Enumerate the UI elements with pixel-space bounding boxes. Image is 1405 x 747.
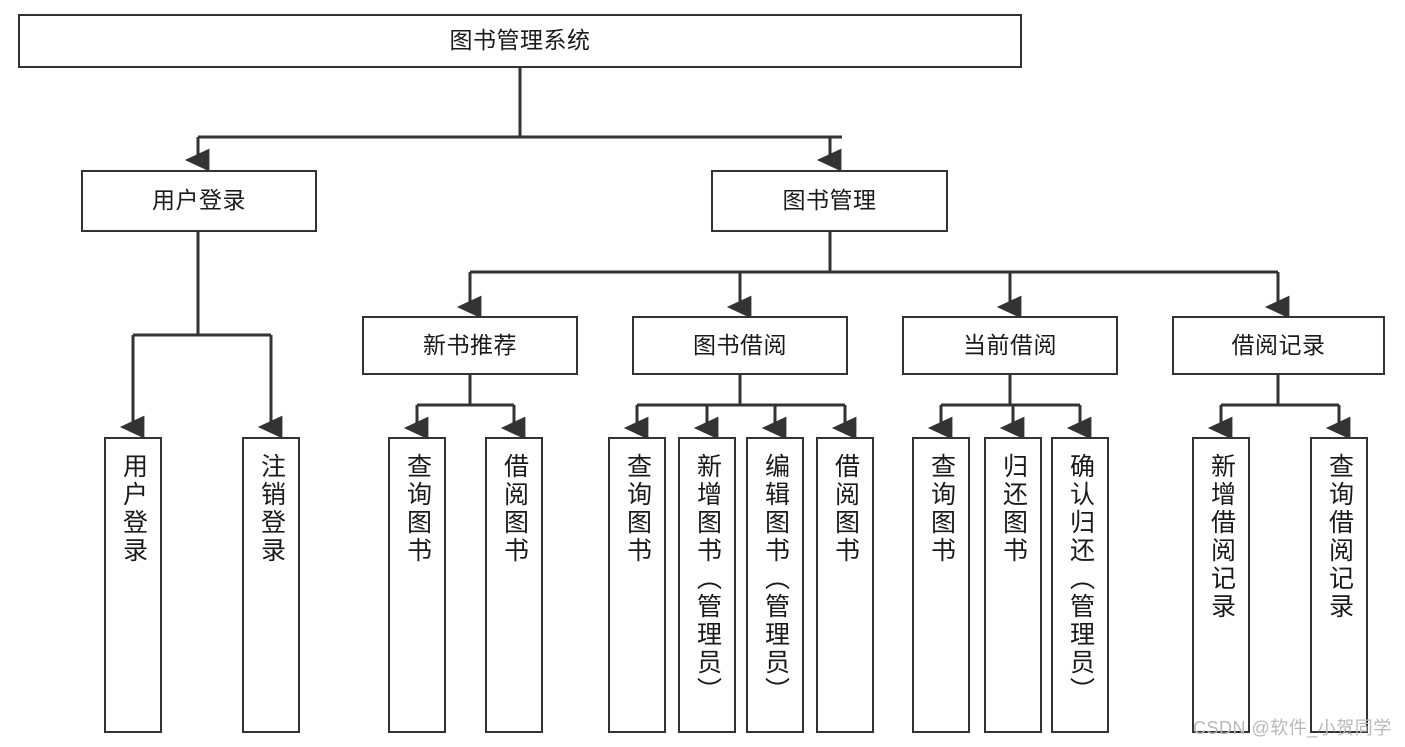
node-leaf-rec-borrow-book[interactable]: 借阅图书 (485, 437, 543, 733)
node-borrow-record-label: 借阅记录 (1231, 331, 1326, 358)
node-book-borrow[interactable]: 图书借阅 (632, 316, 848, 375)
node-leaf-cb-confirm-return[interactable]: 确认归还（管理员） (1051, 437, 1109, 733)
node-leaf-bb-borrow-book[interactable]: 借阅图书 (816, 437, 874, 733)
node-leaf-bb-query-book-label: 查询图书 (623, 453, 652, 565)
node-leaf-rec-query-book[interactable]: 查询图书 (388, 437, 446, 733)
node-leaf-user-logout[interactable]: 注销登录 (242, 437, 300, 733)
node-current-borrow-label: 当前借阅 (963, 331, 1057, 358)
node-leaf-br-add-record[interactable]: 新增借阅记录 (1192, 437, 1250, 733)
node-current-borrow[interactable]: 当前借阅 (902, 316, 1118, 375)
node-leaf-user-login-label: 用户登录 (119, 453, 148, 565)
node-new-book-recommend-label: 新书推荐 (423, 331, 517, 358)
node-leaf-bb-query-book[interactable]: 查询图书 (608, 437, 666, 733)
node-leaf-bb-add-book[interactable]: 新增图书（管理员） (678, 437, 736, 733)
node-leaf-cb-query-book[interactable]: 查询图书 (912, 437, 970, 733)
node-user-login[interactable]: 用户登录 (81, 170, 317, 232)
node-leaf-bb-borrow-book-label: 借阅图书 (831, 453, 860, 565)
node-leaf-br-query-record[interactable]: 查询借阅记录 (1310, 437, 1368, 733)
node-book-borrow-label: 图书借阅 (693, 331, 787, 358)
node-leaf-user-logout-label: 注销登录 (257, 453, 286, 565)
node-leaf-br-query-record-label: 查询借阅记录 (1325, 453, 1354, 621)
node-leaf-cb-return-book[interactable]: 归还图书 (984, 437, 1042, 733)
node-book-manage-label: 图书管理 (782, 187, 877, 214)
node-leaf-cb-query-book-label: 查询图书 (927, 453, 956, 565)
node-root-label: 图书管理系统 (449, 27, 591, 54)
node-leaf-rec-borrow-book-label: 借阅图书 (500, 453, 529, 565)
node-leaf-cb-return-book-label: 归还图书 (999, 453, 1028, 565)
node-leaf-bb-add-book-label: 新增图书（管理员） (693, 453, 722, 705)
node-new-book-recommend[interactable]: 新书推荐 (362, 316, 578, 375)
node-user-login-label: 用户登录 (152, 187, 246, 214)
node-leaf-bb-edit-book-label: 编辑图书（管理员） (761, 453, 790, 705)
node-book-manage[interactable]: 图书管理 (711, 170, 948, 232)
node-leaf-bb-edit-book[interactable]: 编辑图书（管理员） (746, 437, 804, 733)
node-borrow-record[interactable]: 借阅记录 (1172, 316, 1385, 375)
node-leaf-rec-query-book-label: 查询图书 (403, 453, 432, 565)
node-leaf-cb-confirm-return-label: 确认归还（管理员） (1066, 453, 1095, 705)
node-leaf-user-login[interactable]: 用户登录 (104, 437, 162, 733)
node-leaf-br-add-record-label: 新增借阅记录 (1207, 453, 1236, 621)
node-root[interactable]: 图书管理系统 (18, 14, 1022, 68)
